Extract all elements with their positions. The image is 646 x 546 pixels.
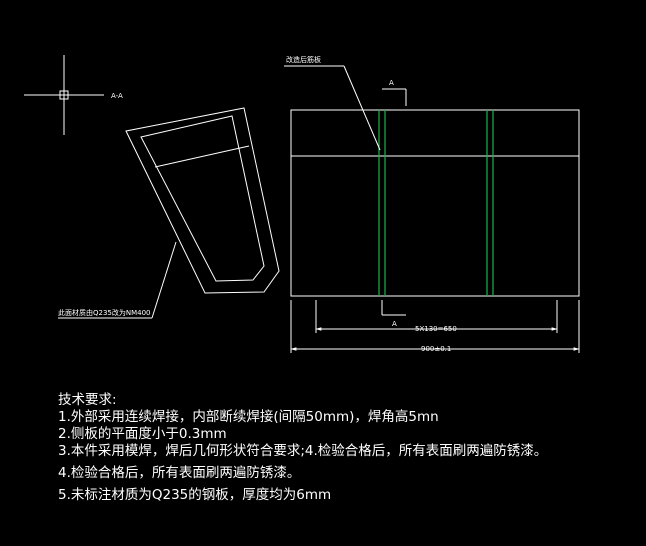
front-view bbox=[290, 109, 580, 297]
note-item-5: 5.未标注材质为Q235的钢板，厚度均为6mm bbox=[58, 487, 332, 503]
dimension-inner-text: 5X130=650 bbox=[415, 325, 457, 333]
cut-label-bottom: A bbox=[392, 320, 397, 328]
rib-callout bbox=[284, 65, 381, 151]
cut-label-top: A bbox=[389, 79, 394, 87]
note-item-4: 4.检验合格后，所有表面刷两遍防锈漆。 bbox=[58, 465, 301, 481]
note-item-2: 2.侧板的平面度小于0.3mm bbox=[58, 426, 227, 442]
notes-title: 技术要求: bbox=[58, 392, 117, 408]
section-label: A-A bbox=[111, 92, 123, 100]
dimension-inner bbox=[315, 300, 558, 333]
note-item-3: 3.本件采用模焊，焊后几何形状符合要求;4.检验合格后，所有表面刷两遍防锈漆。 bbox=[58, 443, 548, 459]
material-callout bbox=[58, 241, 177, 319]
section-cut-top bbox=[382, 88, 407, 106]
section-view bbox=[125, 107, 280, 294]
note-item-1: 1.外部采用连续焊接，内部断续焊接(间隔50mm)，焊角高5mn bbox=[58, 409, 439, 425]
material-callout-text: 此面材质由Q235改为NM400 bbox=[58, 308, 151, 317]
dimension-total-text: 900±0.1 bbox=[421, 345, 451, 353]
technical-requirements: 技术要求: 1.外部采用连续焊接，内部断续焊接(间隔50mm)，焊角高5mn 2… bbox=[58, 392, 547, 504]
rib-callout-text: 改造后筋板 bbox=[286, 55, 321, 64]
dimension-total bbox=[290, 300, 580, 353]
section-cut-bottom bbox=[381, 300, 406, 316]
crosshair-cursor-icon bbox=[24, 55, 104, 135]
